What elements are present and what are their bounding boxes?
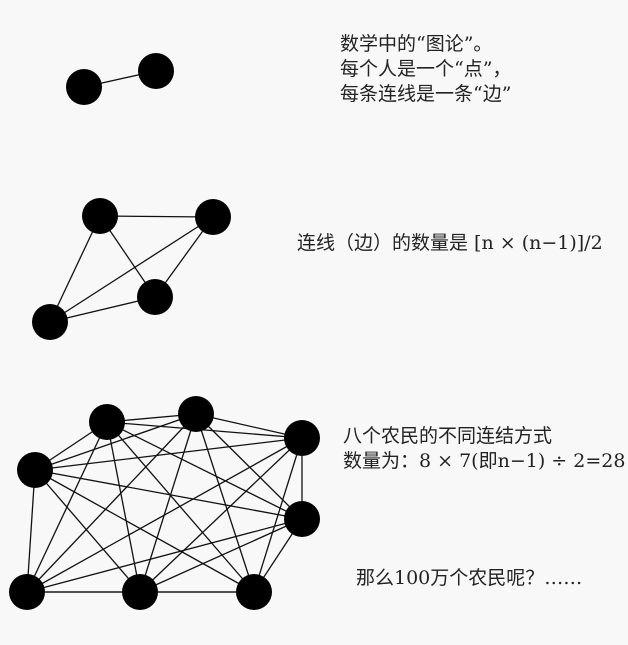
edge [26, 437, 303, 593]
caption-line: 每个人是一个“点”， [340, 58, 512, 80]
edge [34, 413, 197, 471]
edge [139, 413, 197, 593]
node [9, 574, 45, 610]
node [137, 279, 173, 315]
edge [26, 518, 303, 593]
edge [49, 216, 214, 323]
edge [195, 413, 303, 520]
graph-eight-nodes [9, 396, 320, 610]
edge [34, 469, 303, 520]
edge [106, 421, 255, 593]
edge [34, 469, 255, 593]
node [195, 199, 231, 235]
caption-edge-formula: 连线（边）的数量是 [n × (n−1)]/2 [297, 232, 603, 254]
edge [49, 215, 101, 323]
node [17, 452, 53, 488]
edge [106, 421, 303, 439]
caption-line: 八个农民的不同连结方式 [343, 425, 553, 447]
node [122, 574, 158, 610]
caption-million-farmers: 那么100万个农民呢？…… [356, 567, 583, 589]
caption-graph-theory: 数学中的“图论”。 每个人是一个“点”， 每条连线是一条“边” [340, 32, 511, 107]
graph-two-nodes [66, 53, 174, 105]
node [82, 198, 118, 234]
edge [34, 437, 303, 471]
node [66, 69, 102, 105]
edge [26, 413, 197, 593]
node [89, 404, 125, 440]
edge [139, 437, 303, 593]
edge [195, 413, 303, 439]
node [178, 396, 214, 432]
caption-line: 每条连线是一条“边” [340, 83, 512, 105]
node [32, 304, 68, 340]
node [138, 53, 174, 89]
caption-line: 数量为：8 × 7(即n−1) ÷ 2=28 [343, 450, 626, 472]
edge [195, 413, 255, 593]
node [236, 574, 272, 610]
graph-four-nodes [32, 198, 231, 340]
caption-line: 数学中的“图论”。 [340, 33, 493, 55]
node [284, 420, 320, 456]
node [284, 501, 320, 537]
edge [34, 469, 141, 593]
caption-eight-farmers: 八个农民的不同连结方式 数量为：8 × 7(即n−1) ÷ 2=28 [343, 424, 625, 474]
edge [26, 469, 36, 593]
edge [106, 421, 303, 520]
edge [99, 215, 214, 218]
edge [139, 518, 303, 593]
